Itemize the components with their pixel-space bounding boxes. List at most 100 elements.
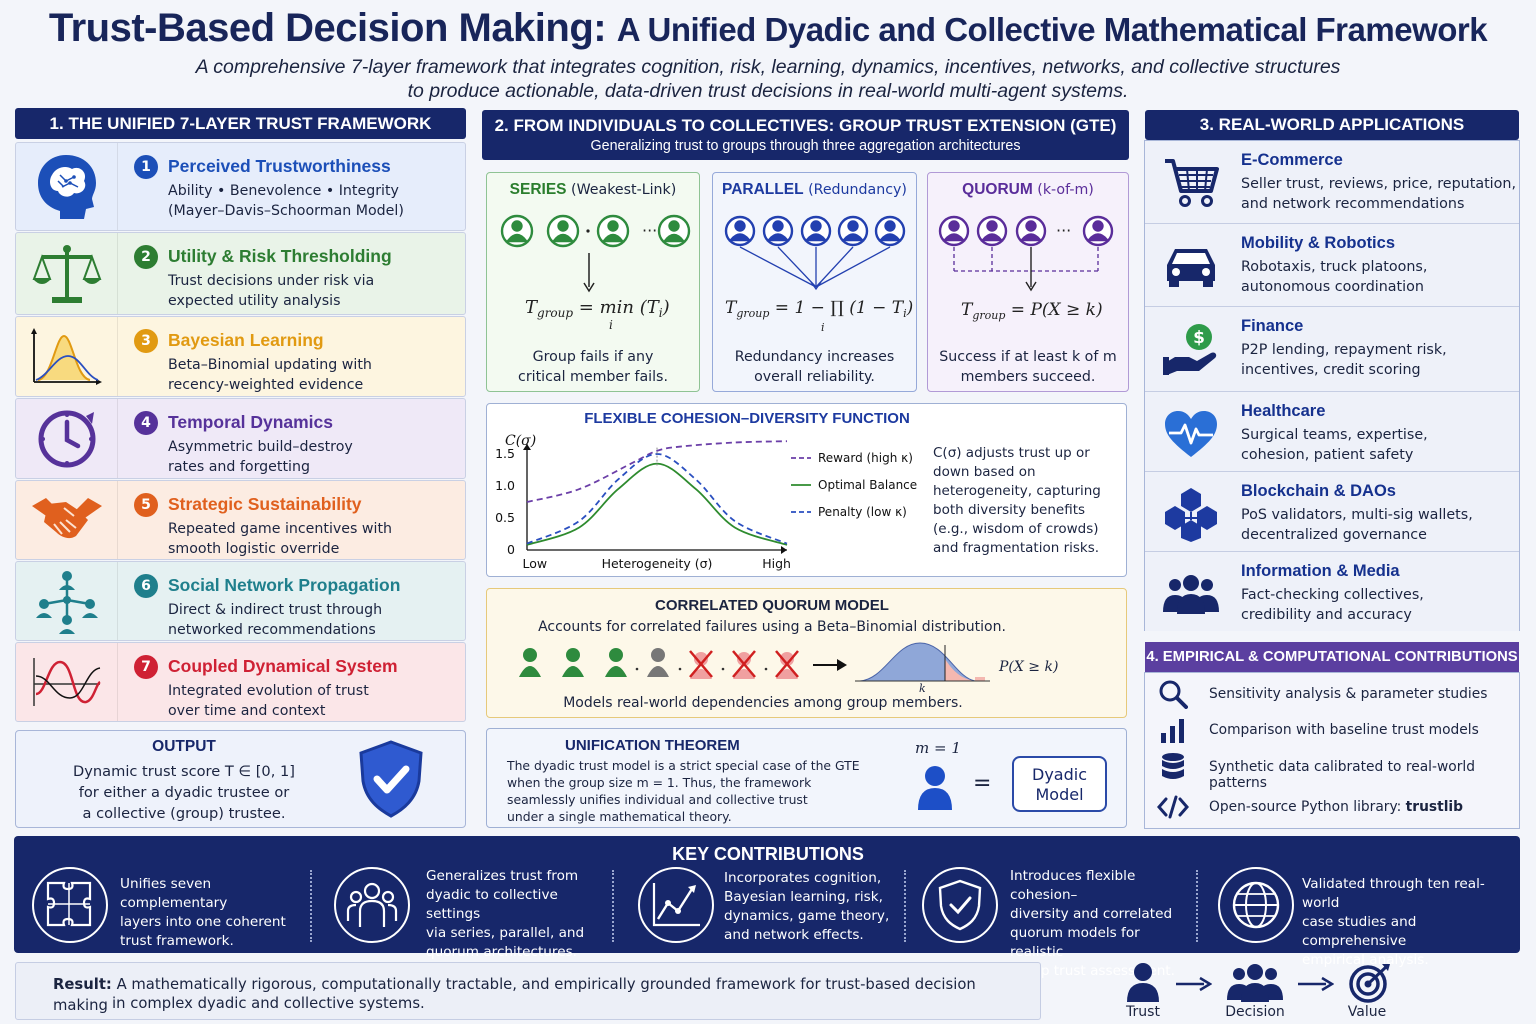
parallel-card: PARALLEL (Redundancy) Tgroup = 1 − ∏ (1 …: [712, 172, 917, 392]
key-contribution-line: Bayesian learning, risk,: [724, 889, 883, 905]
cohesion-box: FLEXIBLE COHESION–DIVERSITY FUNCTION C(σ…: [486, 403, 1127, 577]
legend-label: Optimal Balance: [818, 478, 917, 492]
key-contribution-line: case studies and comprehensive: [1302, 914, 1417, 949]
person-icon: [562, 648, 584, 677]
person-icon: [1126, 962, 1160, 1006]
blockchain-icon: [1163, 486, 1219, 542]
correlated-diagram: [519, 642, 990, 682]
layer-desc-line2: expected utility analysis: [168, 293, 341, 309]
contribution-item: Comparison with baseline trust models: [1157, 712, 1517, 748]
application-item: Healthcare Surgical teams, expertise,coh…: [1145, 392, 1519, 472]
layer-desc-line2: networked recommendations: [168, 622, 376, 638]
layer-desc-line2: smooth logistic override: [168, 541, 340, 557]
quorum-tag: (k-of-m): [1037, 182, 1094, 198]
series-tag: (Weakest-Link): [571, 182, 677, 198]
parallel-name: PARALLEL: [722, 181, 804, 198]
application-desc-line2: decentralized governance: [1241, 527, 1427, 543]
correlated-box: CORRELATED QUORUM MODEL Accounts for cor…: [486, 588, 1127, 718]
result-box: Result: A mathematically rigorous, compu…: [15, 962, 1041, 1020]
shield-check-icon: [922, 867, 998, 943]
person-icon: [976, 215, 1008, 247]
layer-number-badge: 2: [134, 245, 158, 269]
section4-heading: 4. EMPIRICAL & COMPUTATIONAL CONTRIBUTIO…: [1145, 642, 1519, 672]
quorum-desc1: Success if at least k of m: [939, 349, 1117, 365]
layer-desc-line1: Asymmetric build–destroy: [168, 439, 353, 455]
application-desc-line1: Seller trust, reviews, price, reputation…: [1241, 176, 1517, 192]
application-title: Information & Media: [1241, 562, 1400, 580]
y-axis-label: C(σ): [505, 433, 536, 449]
person-icon: [724, 215, 756, 247]
divider: [904, 870, 906, 942]
series-line-2: [526, 453, 788, 545]
contribution-text: Synthetic data calibrated to real-world …: [1209, 759, 1475, 791]
layer-card-7: 7 Coupled Dynamical System Integrated ev…: [15, 642, 466, 722]
application-title: Finance: [1241, 317, 1304, 335]
application-item: E-Commerce Seller trust, reviews, price,…: [1145, 141, 1519, 224]
contribution-item: Sensitivity analysis & parameter studies: [1157, 676, 1517, 712]
legend-label: Penalty (low κ): [818, 505, 907, 519]
layer-desc-line1: Beta–Binomial updating with: [168, 357, 372, 373]
shopping-cart-icon: [1163, 155, 1219, 211]
svg-text:Tgroup = min (Ti): Tgroup = min (Ti): [525, 297, 670, 320]
puzzle-icon: [32, 867, 108, 943]
y-tick-label: 1.0: [495, 478, 515, 493]
parallel-diagram: Tgroup = 1 − ∏ (1 − Ti) i: [724, 215, 913, 334]
layer-title: Coupled Dynamical System: [168, 656, 398, 676]
series-line-1: [526, 462, 788, 546]
key-contribution-line: layers into one coherent: [120, 914, 286, 930]
result-line1: A mathematically rigorous, computational…: [53, 976, 976, 1014]
unification-line1: The dyadic trust model is a strict speci…: [507, 758, 860, 773]
application-title: Healthcare: [1241, 402, 1326, 420]
unification-line4: under a single mathematical theory.: [507, 809, 732, 824]
divider: [310, 870, 312, 942]
person-icon: [800, 215, 832, 247]
balance-scale-icon: [16, 233, 118, 314]
quorum-desc2: members succeed.: [960, 369, 1096, 385]
application-desc-line1: PoS validators, multi-sig wallets,: [1241, 507, 1473, 523]
person-icon: [874, 215, 906, 247]
key-contribution-item: Unifies seven complementary layers into …: [14, 863, 310, 949]
quorum-diagram: ··· Tgroup = P(X ≥ k): [938, 215, 1114, 322]
unification-box: UNIFICATION THEOREM The dyadic trust mod…: [486, 728, 1127, 828]
layer-desc-line2: rates and forgetting: [168, 459, 310, 475]
section1-heading: 1. THE UNIFIED 7-LAYER TRUST FRAMEWORK: [15, 108, 466, 139]
failed-person-icon: [689, 650, 713, 679]
key-contribution-line: and network effects.: [724, 927, 864, 943]
person-icon: [1082, 215, 1114, 247]
person-icon: [546, 214, 580, 248]
output-line1: Dynamic trust score T ∈ [0, 1]: [73, 763, 295, 780]
key-contribution-line: dyadic to collective settings: [426, 887, 558, 922]
section3-heading: 3. REAL-WORLD APPLICATIONS: [1145, 110, 1519, 140]
person-icon: [657, 214, 691, 248]
target-icon: [1348, 962, 1392, 1008]
failed-person-icon: [775, 650, 799, 679]
quorum-card: QUORUM (k-of-m) ··· Tgroup = P(X ≥ k) Su…: [927, 172, 1129, 392]
legend-label: Reward (high κ): [818, 451, 913, 465]
layer-desc-line2: over time and context: [168, 703, 326, 719]
layer-title: Social Network Propagation: [168, 575, 401, 595]
key-contribution-item: Generalizes trust from dyadic to collect…: [316, 863, 614, 960]
arrow-right-icon: [1298, 975, 1335, 997]
handshake-icon: [16, 481, 118, 559]
svg-text:Tgroup = P(X ≥ k): Tgroup = P(X ≥ k): [961, 300, 1103, 322]
output-line3: a collective (group) trustee.: [82, 805, 286, 822]
application-desc-line2: autonomous coordination: [1241, 279, 1424, 295]
application-desc-line2: cohesion, patient safety: [1241, 447, 1414, 463]
svg-text:Tgroup = 1 − ∏ (1 − Ti): Tgroup = 1 − ∏ (1 − Ti): [725, 298, 913, 320]
output-line2: for either a dyadic trustee or: [78, 784, 290, 801]
network-icon: [16, 562, 118, 640]
key-contribution-line: via series, parallel, and: [426, 925, 585, 941]
application-item: Blockchain & DAOs PoS validators, multi-…: [1145, 472, 1519, 552]
database-icon: [1157, 751, 1189, 783]
flow-value-label: Value: [1347, 1004, 1387, 1020]
parallel-desc2: overall reliability.: [754, 369, 875, 385]
svg-text:$: $: [1193, 328, 1205, 348]
failed-person-icon: [732, 650, 756, 679]
unification-line3: seamlessly unifies individual and collec…: [507, 792, 808, 807]
layer-number-badge: 3: [134, 329, 158, 353]
application-title: Blockchain & DAOs: [1241, 482, 1396, 500]
result-label: Result:: [53, 976, 112, 993]
person-icon: [762, 215, 794, 247]
group-icon: [334, 867, 410, 943]
